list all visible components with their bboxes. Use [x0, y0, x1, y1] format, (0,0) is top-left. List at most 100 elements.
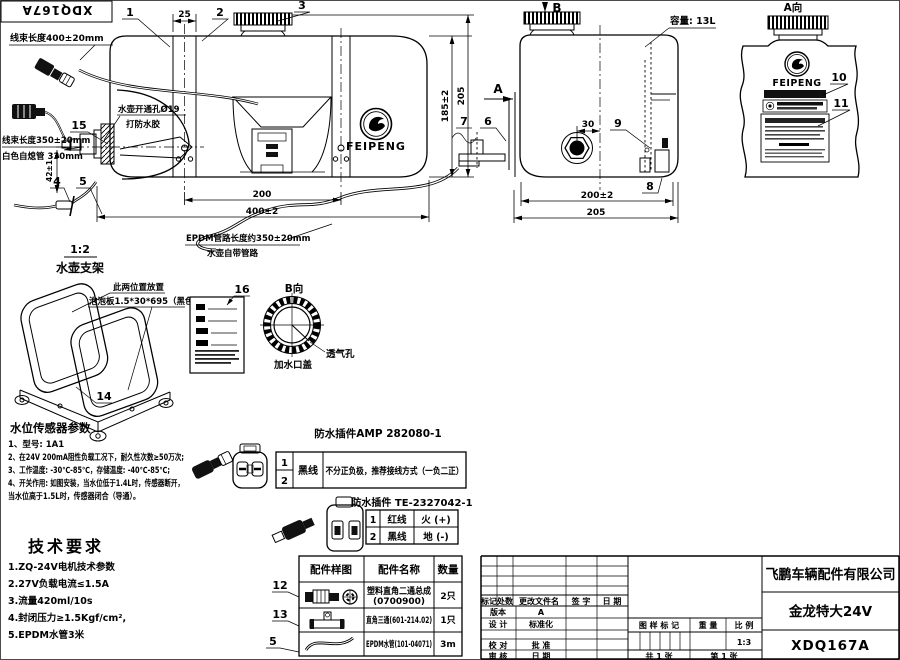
callout-10: 10: [831, 71, 847, 84]
te-wire-1: 红线: [387, 514, 407, 526]
tech-req-line: 2.27V负载电流≤1.5A: [8, 578, 110, 590]
te-role-1: 火 (+): [421, 515, 450, 526]
amp-plug-face-icon: [232, 443, 268, 489]
te-role-2: 地 (-): [423, 531, 448, 543]
callout-9: 9: [614, 117, 622, 130]
dim-400: 400±2: [246, 207, 279, 217]
note-hole-1: 水壶开通孔Ø19: [117, 104, 180, 115]
internal-pump-assembly: [231, 96, 333, 174]
sensor-param-line: 当水位高于1.5L时，传感器闭合（导通）。: [8, 491, 140, 502]
mirrored-part-number: XDQ167A: [22, 3, 93, 17]
tb-sign: 签 字: [571, 596, 591, 606]
parts-table: 配件样图 配件名称 数量 塑料直角二通总成 (0700900) 2只 直角三通(…: [266, 555, 463, 657]
te-plug-iso-icon: [271, 517, 315, 544]
hex-drain-plug: [561, 132, 593, 164]
dim-25: 25: [178, 10, 191, 20]
bracket-wireframe: [14, 283, 174, 442]
amp-wiring-note: 不分正负极，推荐接线方式（一负二正）: [326, 465, 464, 477]
feipeng-logo-front: FEIPENG: [346, 107, 406, 153]
tech-requirements-block: 技术要求 1.ZQ-24V电机技术参数 2.27V负载电流≤1.5A 3.流量4…: [8, 537, 126, 641]
callout-5: 5: [79, 175, 87, 188]
parts-header-qty: 数量: [437, 563, 459, 576]
callout-6: 6: [484, 115, 492, 128]
te-pin-2: 2: [370, 532, 377, 543]
tb-scale-label: 比 例: [735, 620, 754, 630]
feipeng-logo-text-aview: FEIPENG: [772, 78, 821, 89]
callout-2: 2: [216, 6, 224, 19]
sensor-params-title: 水位传感器参数: [10, 421, 91, 435]
filler-cap-label: 加水口盖: [273, 359, 313, 371]
callout-8: 8: [646, 180, 654, 193]
front-view-dimensions: 25 185±2 205 200 400±2 42±1: [45, 10, 474, 222]
tb-file: 更改文件名: [519, 596, 559, 606]
sensor-param-line: 4、开关作用: 如图安装，当水位低于1.4L时，传感器断开，: [8, 478, 184, 489]
side-view-drawing: B 30 A 6 7 9 8 容量: 13L 200±2: [451, 1, 716, 223]
callout-3: 3: [298, 0, 306, 12]
te-plug-face-icon: [326, 496, 364, 552]
bracket-title: 水壶支架: [56, 260, 104, 275]
a-view-title: A向: [784, 1, 803, 14]
feipeng-logo-text-front: FEIPENG: [346, 140, 406, 153]
tb-audit: 审 核: [489, 651, 508, 660]
eagle-icon-small: [791, 58, 804, 70]
dim-200: 200: [253, 190, 272, 200]
sensor-param-line: 2、在24V 200mA阻性负载工况下，耐久性次数≥50万次;: [8, 452, 184, 463]
te-wiring-table: 1 红线 火 (+) 2 黑线 地 (-): [365, 509, 459, 545]
tb-version: A: [538, 608, 545, 617]
note-hole-2: 打防水胶: [126, 119, 161, 130]
dim-30: 30: [582, 120, 595, 130]
eagle-icon: [368, 116, 385, 132]
dim-42: 42±1: [45, 160, 54, 182]
tb-date-col: 日 期: [603, 596, 622, 606]
filler-cap-side: [523, 11, 581, 36]
connector-te-section: 防水插件 TE-2327042-1 1 红线 火 (+) 2 黑线 地 (-): [271, 496, 473, 552]
tb-standard: 标准化: [528, 619, 553, 629]
note-epdm-2: 水壶自带管路: [206, 248, 259, 259]
outlet-hoses: [13, 166, 460, 252]
tb-product: 金龙特大24V: [788, 603, 873, 620]
tb-count: 处数: [496, 596, 514, 606]
vent-hole-label: 透气孔: [326, 348, 355, 360]
tb-sheets: 共 1 张: [645, 651, 673, 660]
tech-req-line: 5.EPDM水管3米: [8, 629, 85, 641]
callout-15: 15: [71, 119, 86, 132]
part-qty: 1只: [440, 615, 455, 626]
top-harness-wire: [34, 58, 259, 106]
tb-scale-value: 1:3: [737, 638, 751, 647]
b-view-drawing: B向 透气孔 加水口盖: [260, 282, 355, 371]
connector-amp-section: 防水插件AMP 282080-1 1 2 黑线 不分正负极，推荐接线方式（一负二…: [192, 427, 467, 489]
parts-header-sample: 配件样图: [310, 563, 352, 576]
callout-13: 13: [272, 608, 287, 621]
part-name: EPDM水管(101-04071): [366, 639, 432, 650]
tb-company: 飞鹏车辆配件有限公司: [766, 566, 896, 583]
amp-plug-iso-icon: [192, 451, 233, 479]
internal-structure-side: [639, 42, 676, 173]
note-harness-350: 线束长度350±20mm: [2, 135, 91, 146]
product-label-sticker: [762, 90, 828, 113]
tech-req-line: 4.封闭压力≥1.5Kgf/cm²,: [8, 612, 126, 624]
sensor-params-block: 水位传感器参数 1、型号: 1A1 2、在24V 200mA阻性负载工况下，耐久…: [8, 421, 184, 502]
side-view-dimensions: 200±2 205: [513, 182, 679, 223]
dim-185: 185±2: [441, 90, 451, 123]
tb-drawing-no: XDQ167A: [791, 638, 870, 654]
view-arrow-b-label: B: [552, 1, 561, 15]
note-harness-400: 线束长度400±20mm: [10, 32, 104, 44]
title-block: 标记 处数 更改文件名 签 字 日 期 版本 A 设 计 标准化 校 对 批 准…: [480, 555, 900, 660]
label-16-sticker: 16: [189, 283, 250, 374]
amp-wiring-table: 1 2 黑线 不分正负极，推荐接线方式（一负二正）: [275, 451, 467, 489]
te-wire-2: 黑线: [387, 531, 407, 543]
amp-wire-color: 黑线: [298, 464, 318, 477]
tb-mark: 标记: [480, 596, 497, 606]
callout-16: 16: [234, 283, 250, 296]
b-view-title: B向: [285, 282, 304, 295]
filler-cap-front: [233, 12, 293, 37]
tb-approve: 批 准: [532, 640, 551, 650]
part-qty: 2只: [440, 591, 455, 602]
part-name: 塑料直角二通总成: [367, 585, 431, 597]
bracket-note-1: 此两位置放置: [113, 282, 165, 293]
label-16-lines: [195, 304, 239, 364]
tech-req-line: 1.ZQ-24V电机技术参数: [8, 561, 115, 573]
parts-header-name: 配件名称: [378, 563, 420, 576]
bracket-note-2: 泡泡板1.5*30*695（黑色）: [89, 296, 202, 307]
